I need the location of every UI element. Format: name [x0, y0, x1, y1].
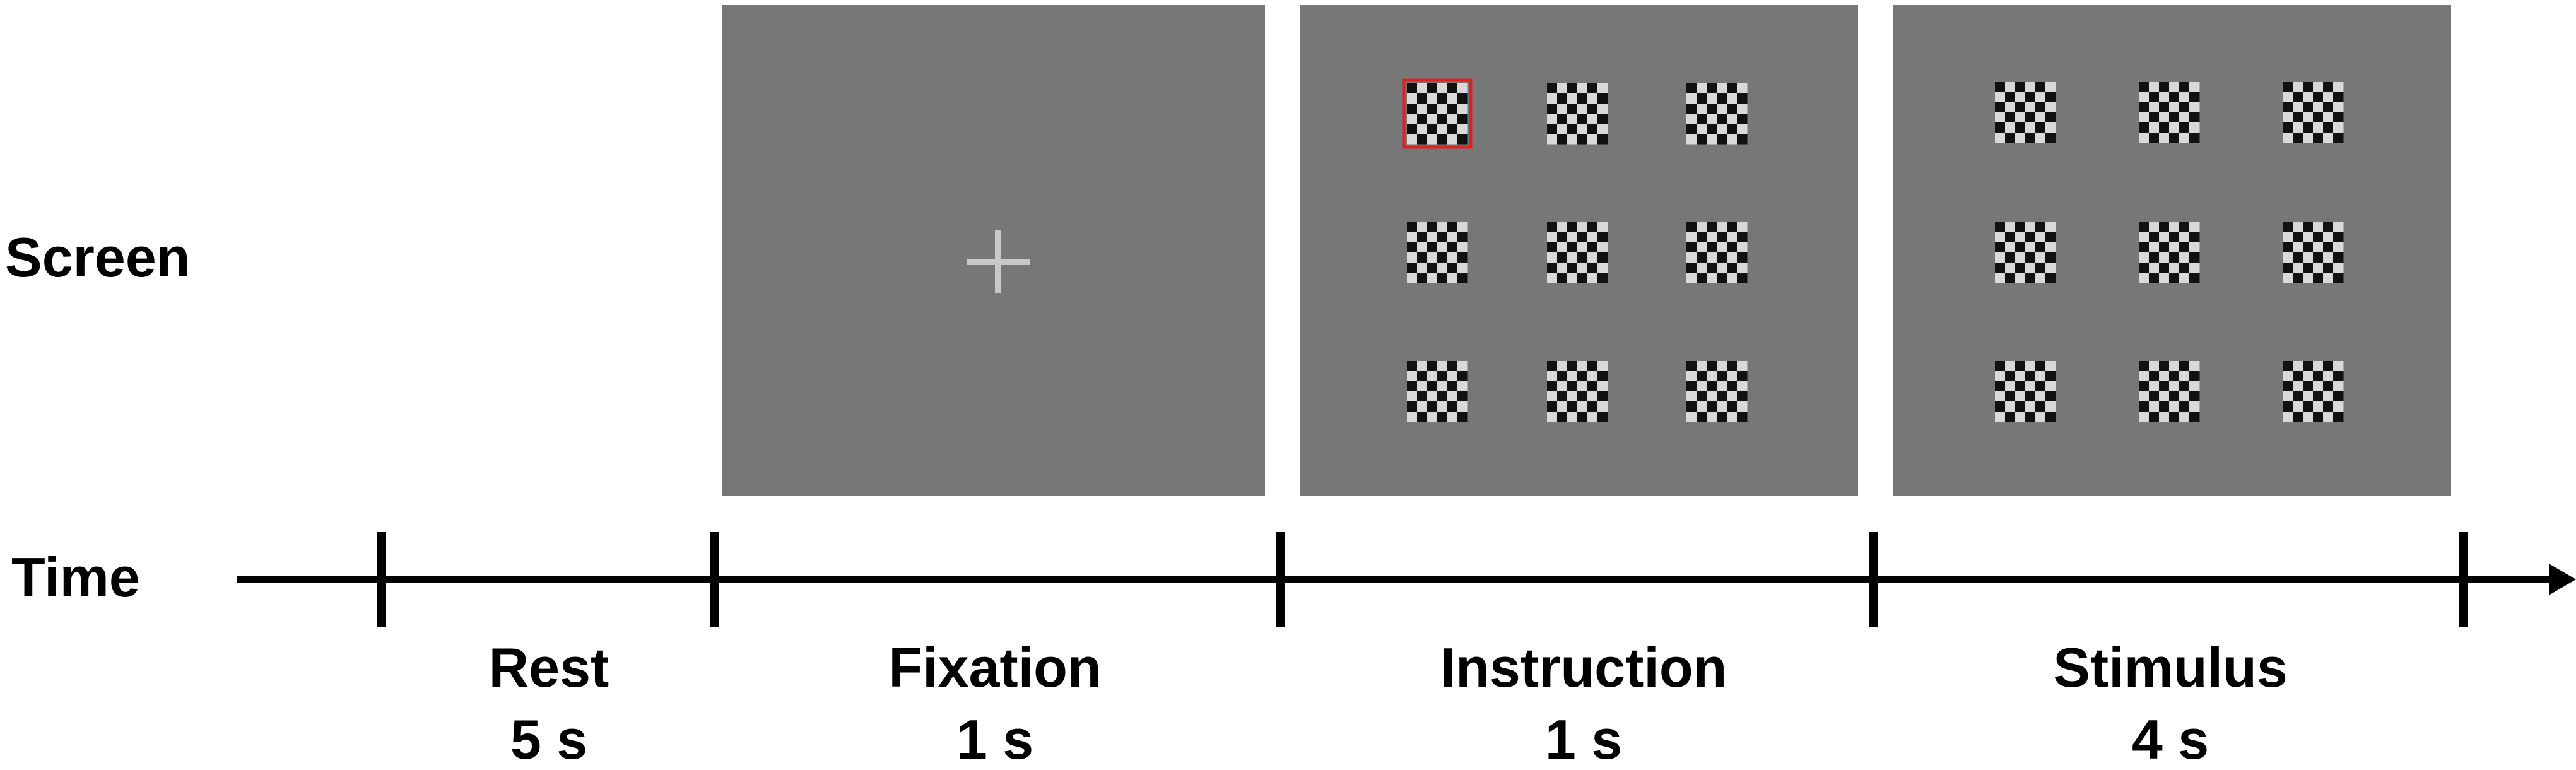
- phase-name: Instruction: [1440, 636, 1727, 699]
- phase-name: Rest: [489, 636, 609, 699]
- checkerboard-icon: [1686, 83, 1748, 145]
- checkerboard-icon: [2283, 222, 2344, 283]
- stimulus-checkerboard-grid: [1995, 82, 2344, 422]
- checkerboard-icon: [2283, 82, 2344, 143]
- checkerboard-icon: [2139, 222, 2200, 283]
- checkerboard-icon: [1547, 361, 1608, 422]
- phase-name: Stimulus: [2053, 636, 2288, 699]
- checkerboard-icon: [2139, 82, 2200, 143]
- arrow-right-icon: [2549, 564, 2576, 595]
- phase-duration: 1 s: [1545, 708, 1622, 770]
- time-row-label: Time: [11, 546, 140, 608]
- phase-stimulus: Stimulus 4 s: [2053, 636, 2288, 770]
- instruction-checkerboard-grid: [1402, 78, 1748, 422]
- phase-fixation: Fixation 1 s: [888, 636, 1101, 770]
- checkerboard-icon: [1995, 361, 2056, 422]
- instruction-screen: [1300, 5, 1858, 496]
- checkerboard-icon: [1995, 82, 2056, 143]
- phase-instruction: Instruction 1 s: [1440, 636, 1727, 770]
- phase-rest: Rest 5 s: [489, 636, 609, 770]
- checkerboard-icon: [1686, 222, 1748, 283]
- checkerboard-icon: [1407, 361, 1468, 422]
- checkerboard-icon: [1407, 222, 1468, 283]
- phase-name: Fixation: [888, 636, 1101, 699]
- stimulus-screen: [1893, 5, 2451, 496]
- screen-row-label: Screen: [5, 226, 191, 288]
- fixation-cross-icon: [967, 230, 1030, 293]
- timeline-axis: [237, 532, 2576, 627]
- checkerboard-icon: [1547, 83, 1608, 145]
- phase-duration: 1 s: [956, 708, 1033, 770]
- fixation-screen: [722, 5, 1265, 496]
- fixation-screen-background: [722, 5, 1265, 496]
- cue-highlight-box: [1402, 78, 1473, 149]
- checkerboard-icon: [2283, 361, 2344, 422]
- phase-duration: 5 s: [510, 708, 587, 770]
- checkerboard-icon: [1407, 83, 1468, 145]
- checkerboard-icon: [1995, 222, 2056, 283]
- checkerboard-icon: [2139, 361, 2200, 422]
- phase-duration: 4 s: [2132, 708, 2209, 770]
- checkerboard-icon: [1686, 361, 1748, 422]
- checkerboard-icon: [1547, 222, 1608, 283]
